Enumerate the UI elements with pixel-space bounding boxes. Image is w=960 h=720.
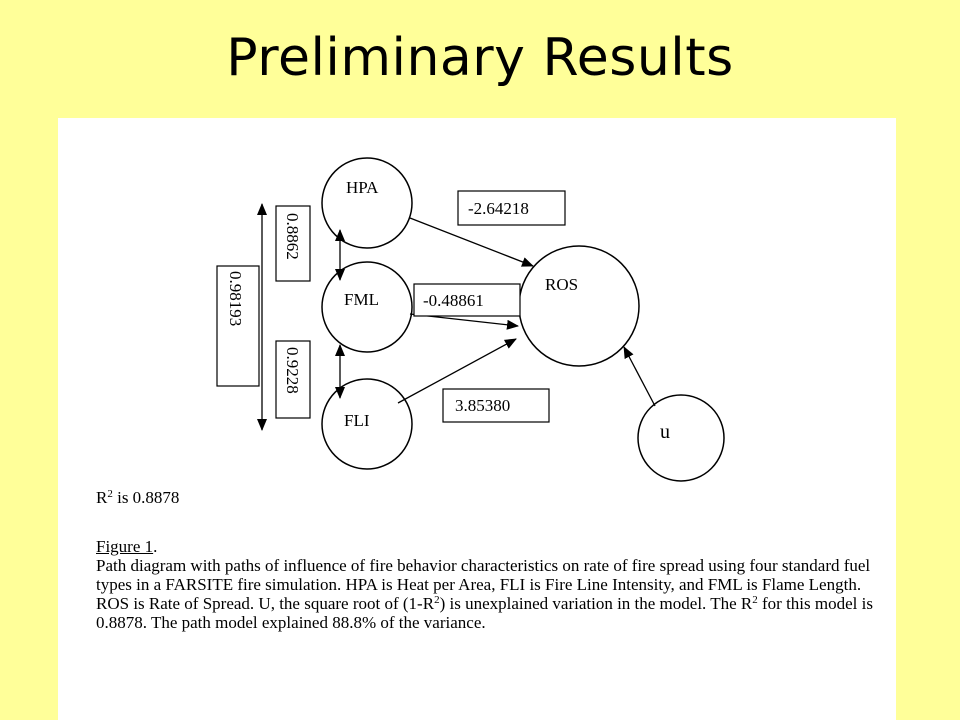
coef-hpa-ros-box: -2.64218 — [457, 190, 566, 226]
figure-description: Path diagram with paths of influence of … — [96, 556, 886, 632]
coef-fli-ros-box: 3.85380 — [442, 388, 550, 423]
figure-heading: Figure 1. — [96, 537, 886, 556]
caption-text-1: Path diagram with paths of influence of … — [96, 556, 871, 613]
node-fli-label: FLI — [344, 411, 370, 430]
corr-hpa-fli-box: 0.98193 — [216, 265, 260, 387]
corr-hpa-fli: 0.98193 — [226, 271, 245, 326]
node-hpa-label: HPA — [346, 178, 379, 197]
node-hpa: HPA — [321, 157, 413, 249]
corr-hpa-fml: 0.8862 — [283, 213, 302, 260]
coef-fli-ros: 3.85380 — [455, 396, 510, 415]
path-diagram: HPA FML FLI ROS u -2.64218 -0. — [216, 157, 725, 482]
coef-fml-ros: -0.48861 — [423, 291, 484, 310]
caption-text-2: ) is unexplained variation in the model.… — [439, 594, 753, 613]
node-u-label: u — [660, 421, 670, 443]
figure-label-end: . — [153, 537, 158, 556]
corr-fml-fli-box: 0.9228 — [275, 340, 311, 419]
node-u: u — [637, 394, 725, 482]
corr-hpa-fml-box: 0.8862 — [275, 205, 311, 282]
coef-fml-ros-box: -0.48861 — [413, 283, 521, 317]
coef-hpa-ros: -2.64218 — [468, 199, 529, 218]
corr-fml-fli: 0.9228 — [283, 347, 302, 394]
r2-prefix: R — [96, 488, 108, 507]
caption-text-3: for this model is 0.8878. The path model… — [96, 594, 873, 632]
node-fml-label: FML — [344, 290, 379, 309]
r2-sup: 2 — [107, 488, 113, 500]
caption-sup-2: 2 — [752, 594, 758, 606]
r2-suffix: is 0.8878 — [112, 488, 180, 507]
path-u-ros — [623, 346, 656, 407]
figure-label: Figure 1 — [96, 537, 154, 556]
node-ros-label: ROS — [545, 275, 578, 294]
path-hpa-ros — [409, 217, 534, 267]
r-squared-line: R2 is 0.8878 — [96, 488, 886, 507]
caption-sup-1: 2 — [434, 594, 440, 606]
figure-caption: R2 is 0.8878 Figure 1. Path diagram with… — [96, 488, 886, 632]
node-ros: ROS — [518, 245, 640, 367]
slide-title: Preliminary Results — [226, 28, 734, 88]
path-fli-ros — [397, 338, 517, 404]
node-fli: FLI — [321, 378, 413, 470]
figure-panel: HPA FML FLI ROS u -2.64218 -0. — [58, 118, 896, 720]
node-fml: FML — [321, 261, 413, 353]
